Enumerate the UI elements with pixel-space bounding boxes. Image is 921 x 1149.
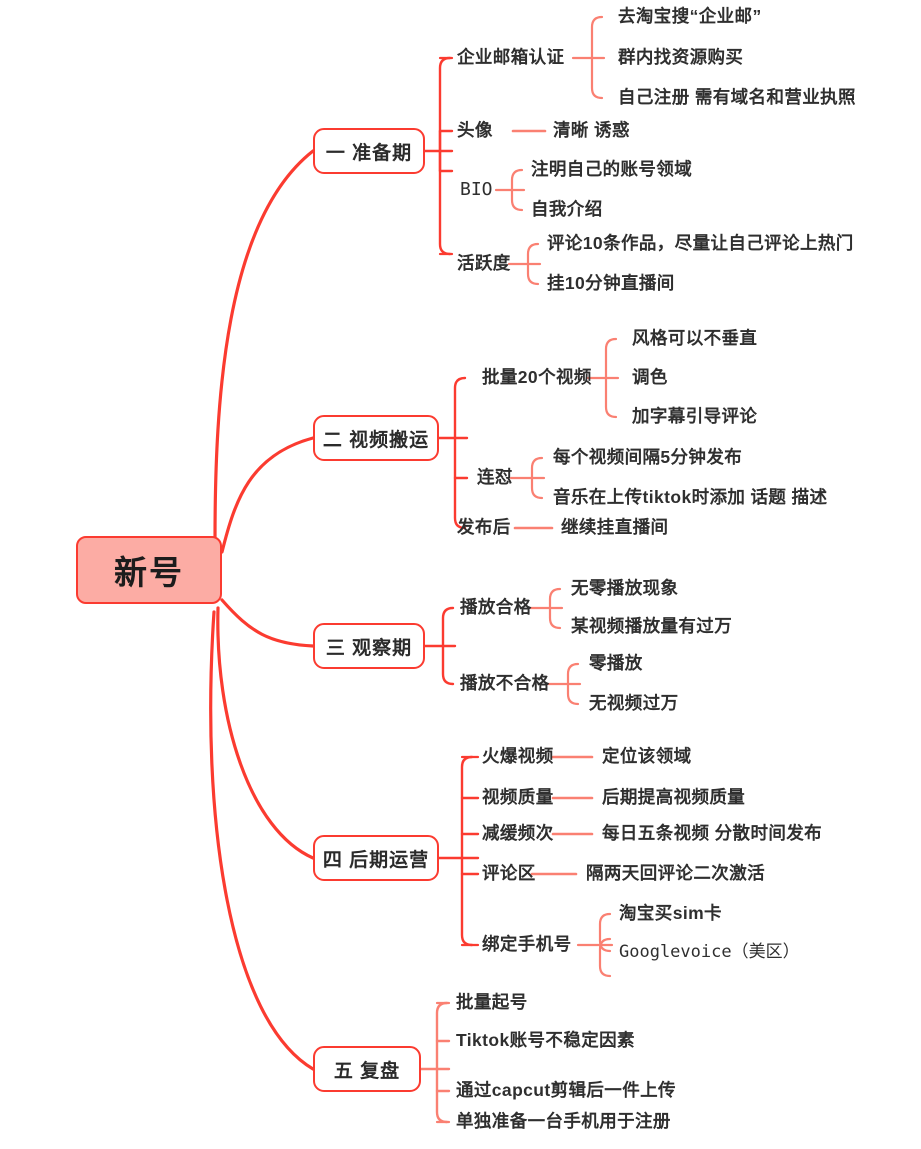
branch-node-1-label: 一 准备期 <box>325 142 413 164</box>
branch-node-3-label: 三 观察期 <box>325 637 413 659</box>
branch-4-child-bracket <box>437 755 480 947</box>
b2-c1-leaf-1-label: 风格可以不垂直 <box>632 328 758 348</box>
b4-c3-leaf-1-label: 每日五条视频 分散时间发布 <box>602 823 823 843</box>
b2-child-1-label: 批量20个视频 <box>482 367 592 387</box>
b5-child-1-label: 批量起号 <box>456 992 528 1012</box>
b4-child-2-label: 视频质量 <box>482 787 554 807</box>
b4-child-1-label: 火爆视频 <box>482 746 554 766</box>
b4-c4-leaf-1-label: 隔两天回评论二次激活 <box>586 863 765 883</box>
b1-c1-leaf-2-label: 群内找资源购买 <box>618 47 744 67</box>
b1-child-3-label: BIO <box>460 179 493 200</box>
b3-child-1-label: 播放合格 <box>460 597 532 617</box>
b3-c1-leaf-bracket <box>528 587 564 630</box>
b3-c2-leaf-bracket <box>546 662 582 706</box>
branch-node-5-label: 五 复盘 <box>333 1060 401 1082</box>
b4-c5-leaf-1-label: 淘宝买sim卡 <box>619 903 722 923</box>
b1-c3-leaf-bracket <box>494 168 526 212</box>
b1-c1-leaf-1-label: 去淘宝搜“企业邮” <box>618 6 762 26</box>
b5-child-3-label: 通过capcut剪辑后一件上传 <box>456 1080 676 1100</box>
b1-c4-leaf-bracket <box>507 242 542 286</box>
b2-c1-leaf-3-label: 加字幕引导评论 <box>632 406 758 426</box>
b3-c1-leaf-2-label: 某视频播放量有过万 <box>571 616 733 636</box>
b1-c1-leaf-3-label: 自己注册 需有域名和营业执照 <box>618 87 856 107</box>
b4-c2-leaf-1-label: 后期提高视频质量 <box>602 787 746 807</box>
branch-node-5[interactable]: 五 复盘 <box>313 1046 421 1092</box>
b3-c2-leaf-2-label: 无视频过万 <box>589 693 679 713</box>
branch-2-child-bracket <box>437 376 469 530</box>
branch-1-child-bracket <box>423 56 454 256</box>
b1-c3-leaf-2-label: 自我介绍 <box>531 199 603 219</box>
b1-c4-leaf-2-label: 挂10分钟直播间 <box>547 273 675 293</box>
branch-3-child-bracket <box>423 606 457 686</box>
b2-child-3-label: 发布后 <box>457 517 511 537</box>
b1-child-2-label: 头像 <box>457 120 493 140</box>
b2-c3-leaf-1-label: 继续挂直播间 <box>561 517 669 537</box>
b2-c1-leaf-bracket <box>586 337 620 419</box>
branch-node-4-label: 四 后期运营 <box>322 849 430 871</box>
b4-child-3-label: 减缓频次 <box>482 823 554 843</box>
branch-5-child-stubs <box>435 1001 451 1124</box>
b4-c5-leaf-bracket <box>576 912 614 978</box>
b4-leaf-lines <box>530 755 594 876</box>
b2-c2-leaf-bracket <box>509 456 546 500</box>
b3-c2-leaf-1-label: 零播放 <box>589 653 643 673</box>
b4-child-4-label: 评论区 <box>482 863 536 883</box>
b2-child-2-label: 连怼 <box>477 467 513 487</box>
branch-node-3[interactable]: 三 观察期 <box>313 623 425 669</box>
b3-c1-leaf-1-label: 无零播放现象 <box>571 578 679 598</box>
b4-child-5-label: 绑定手机号 <box>482 934 572 954</box>
b1-child-4-label: 活跃度 <box>457 253 511 273</box>
b2-c2-leaf-2-label: 音乐在上传tiktok时添加 话题 描述 <box>553 487 828 507</box>
b4-c1-leaf-1-label: 定位该领域 <box>602 746 692 766</box>
branch-1-child-stubs <box>438 56 454 256</box>
b4-c5-leaf-2-label: Googlevoice（美区） <box>619 942 800 962</box>
branch-5-child-bracket <box>419 1001 451 1124</box>
b3-child-2-label: 播放不合格 <box>460 673 550 693</box>
root-node[interactable]: 新号 <box>76 536 222 604</box>
b5-child-2-label: Tiktok账号不稳定因素 <box>456 1030 635 1050</box>
root-branch-connectors <box>209 149 315 1071</box>
b1-c3-leaf-1-label: 注明自己的账号领域 <box>531 159 693 179</box>
root-node-label: 新号 <box>114 554 184 591</box>
b2-c1-leaf-2-label: 调色 <box>632 367 668 387</box>
b5-child-4-label: 单独准备一台手机用于注册 <box>456 1111 671 1131</box>
branch-node-1[interactable]: 一 准备期 <box>313 128 425 174</box>
branch-node-2[interactable]: 二 视频搬运 <box>313 415 439 461</box>
branch-4-child-stubs <box>460 755 480 947</box>
branch-node-2-label: 二 视频搬运 <box>322 429 430 451</box>
b2-c2-leaf-1-label: 每个视频间隔5分钟发布 <box>553 447 743 467</box>
branch-node-4[interactable]: 四 后期运营 <box>313 835 439 881</box>
b1-c2-leaf-1-label: 清晰 诱惑 <box>553 120 630 140</box>
b1-child-1-label: 企业邮箱认证 <box>457 47 565 67</box>
b1-c1-leaf-bracket <box>571 15 606 100</box>
b1-c4-leaf-1-label: 评论10条作品，尽量让自己评论上热门 <box>547 233 854 253</box>
